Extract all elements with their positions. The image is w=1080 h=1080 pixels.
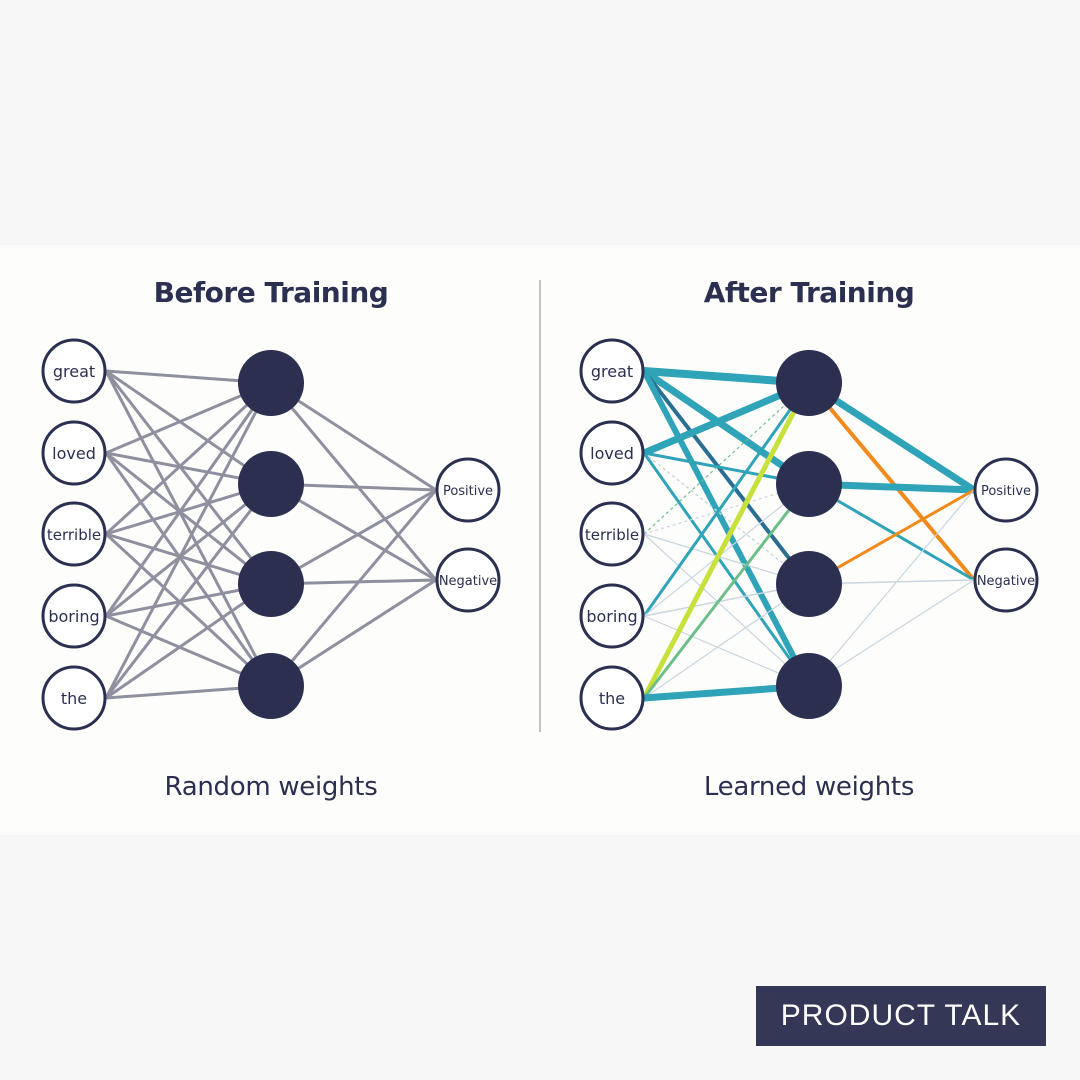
edge <box>104 370 273 585</box>
edge <box>641 369 812 688</box>
output-node-positive <box>435 457 501 523</box>
before-training-network: great loved terrible boring the PositiveNegat… <box>41 338 501 731</box>
panel-divider <box>539 280 541 732</box>
edge <box>269 489 438 687</box>
edge <box>807 381 976 582</box>
edge <box>643 483 810 617</box>
output-node-positive <box>973 457 1039 523</box>
edge <box>642 452 811 687</box>
edge <box>643 533 810 687</box>
input-node-the <box>41 665 107 731</box>
edge <box>104 382 273 617</box>
input-label: the <box>61 689 87 708</box>
hidden-node <box>238 653 304 719</box>
edge <box>105 582 272 700</box>
edge <box>104 483 273 699</box>
edge <box>269 382 438 581</box>
input-node-terrible <box>579 501 645 567</box>
edge <box>642 369 811 586</box>
input-node-great <box>579 338 645 404</box>
output-label: Negative <box>439 574 497 589</box>
hidden-node <box>238 451 304 517</box>
output-label: Negative <box>977 574 1035 589</box>
input-label: great <box>591 362 633 381</box>
input-label: loved <box>590 444 634 463</box>
input-label: boring <box>586 607 637 626</box>
output-node-negative <box>973 547 1039 613</box>
edge <box>642 368 811 487</box>
hidden-node <box>238 350 304 416</box>
edge <box>104 382 273 699</box>
edge <box>105 482 272 618</box>
hidden-node <box>776 451 842 517</box>
edge <box>643 483 810 535</box>
input-label: boring <box>48 607 99 626</box>
output-node-negative <box>435 547 501 613</box>
hidden-node <box>776 653 842 719</box>
edge <box>105 369 272 486</box>
edge <box>643 452 810 585</box>
hidden-node <box>776 350 842 416</box>
after-training-network: great loved terrible boring the PositiveNegat… <box>579 338 1039 731</box>
input-label: terrible <box>585 526 639 544</box>
input-node-terrible <box>41 501 107 567</box>
input-node-boring <box>41 583 107 649</box>
input-label: the <box>599 689 625 708</box>
edge <box>642 483 811 699</box>
input-node-great <box>41 338 107 404</box>
edge <box>104 532 273 688</box>
output-label: Positive <box>443 484 493 499</box>
input-node-the <box>579 665 645 731</box>
after-training-title: After Training <box>703 276 915 309</box>
edge <box>104 381 273 536</box>
input-node-loved <box>579 420 645 486</box>
edge <box>643 382 810 535</box>
input-label: loved <box>52 444 96 463</box>
input-label: terrible <box>47 526 101 544</box>
edge <box>641 381 812 700</box>
edge <box>808 489 975 687</box>
product-talk-logo: PRODUCT TALK <box>756 986 1046 1046</box>
hidden-node <box>776 551 842 617</box>
hidden-node <box>238 551 304 617</box>
input-label: great <box>53 362 95 381</box>
learned-weights-caption: Learned weights <box>703 772 915 802</box>
input-node-boring <box>579 583 645 649</box>
input-node-loved <box>41 420 107 486</box>
edge <box>105 451 272 586</box>
random-weights-caption: Random weights <box>164 772 378 802</box>
output-label: Positive <box>981 484 1031 499</box>
edge <box>104 452 273 687</box>
before-training-title: Before Training <box>153 276 389 309</box>
edge <box>642 382 811 617</box>
edge <box>643 583 810 699</box>
edge <box>104 370 273 687</box>
